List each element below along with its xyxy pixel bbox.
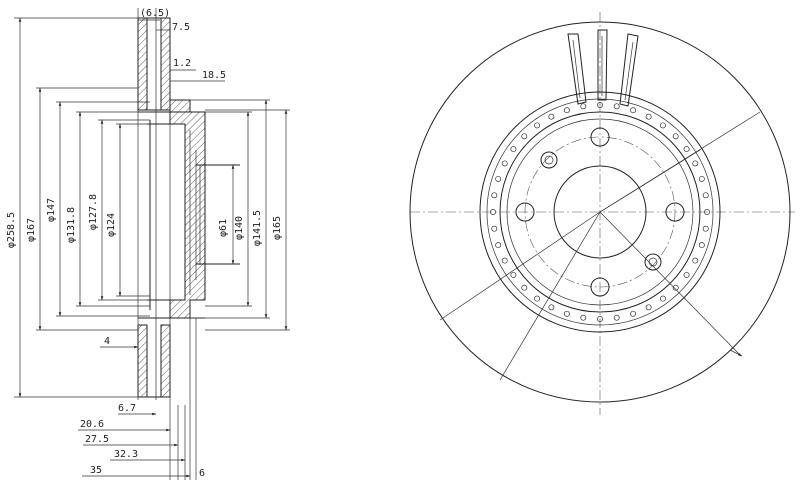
vent-hole (501, 257, 508, 264)
outer-rim (409, 21, 791, 403)
vent-hole (563, 107, 570, 114)
friction-ring-section (137, 17, 171, 398)
vent-hole (698, 175, 705, 182)
vent-hole (702, 225, 709, 232)
vent-hole (659, 122, 666, 129)
vent-hole (645, 113, 652, 120)
vent-hole (580, 103, 587, 110)
section-view: φ258.5 φ167 φ147 φ131.8 φ127.8 φ124 φ61 … (6, 8, 290, 480)
vent-hole (563, 310, 570, 317)
vent-hole (548, 113, 555, 120)
dim-d131-8: φ131.8 (66, 207, 77, 243)
dim-32-3: 32.3 (114, 449, 138, 460)
vent-hole (613, 103, 620, 110)
vent-hole (659, 295, 666, 302)
vent-hole (630, 310, 637, 317)
vent-hole (613, 314, 620, 321)
dim-7-5: 7.5 (172, 22, 190, 33)
dim-d124: φ124 (106, 213, 117, 237)
dim-4: 4 (104, 336, 110, 347)
dim-d61: φ61 (218, 219, 229, 237)
vent-hole (548, 304, 555, 311)
vent-hole (704, 209, 710, 215)
vent-hole (698, 242, 705, 249)
vent-hole (597, 102, 603, 108)
vent-hole (491, 192, 498, 199)
vent-hole (521, 133, 528, 140)
centre-bore (553, 165, 647, 259)
dim-d167: φ167 (26, 218, 37, 242)
front-view (409, 12, 795, 415)
vent-hole (491, 225, 498, 232)
locating-hole (644, 253, 662, 271)
bolt-hole (590, 127, 610, 147)
vent-hole (580, 314, 587, 321)
cooling-vanes (567, 29, 639, 107)
vent-hole (672, 284, 679, 291)
vent-hole (495, 175, 502, 182)
dim-6: 6 (199, 468, 205, 479)
bolt-hole (590, 277, 610, 297)
vent-hole (501, 160, 508, 167)
vent-hole (495, 242, 502, 249)
dim-20-6: 20.6 (80, 419, 104, 430)
vent-hole (630, 107, 637, 114)
dim-d165: φ165 (272, 216, 283, 240)
vent-hole (692, 160, 699, 167)
vent-hole (645, 304, 652, 311)
hub-section (138, 99, 240, 319)
locating-hole (540, 151, 558, 169)
dim-6-7: 6.7 (118, 403, 136, 414)
vent-hole (683, 271, 690, 278)
dim-d258-5: φ258.5 (6, 212, 17, 248)
vent-hole (597, 316, 603, 322)
vent-hole (534, 295, 541, 302)
vent-hole (490, 209, 496, 215)
dim-6-5: (6.5) (140, 8, 170, 19)
vent-hole (521, 284, 528, 291)
vent-hole (683, 146, 690, 153)
dim-d141-5: φ141.5 (252, 210, 263, 246)
dim-18-5: 18.5 (202, 70, 226, 81)
dim-d140: φ140 (234, 216, 245, 240)
vent-holes (490, 102, 710, 322)
vent-hole (534, 122, 541, 129)
vent-hole (510, 146, 517, 153)
vent-hole (702, 192, 709, 199)
bolt-hole (515, 202, 535, 222)
dim-d127-8: φ127.8 (88, 194, 99, 230)
vent-hole (692, 257, 699, 264)
dim-35: 35 (90, 465, 102, 476)
bolt-hole (665, 202, 685, 222)
vent-hole (510, 271, 517, 278)
dim-27-5: 27.5 (85, 434, 109, 445)
dim-1-2: 1.2 (173, 58, 191, 69)
vent-hole (672, 133, 679, 140)
dim-d147: φ147 (46, 198, 57, 222)
